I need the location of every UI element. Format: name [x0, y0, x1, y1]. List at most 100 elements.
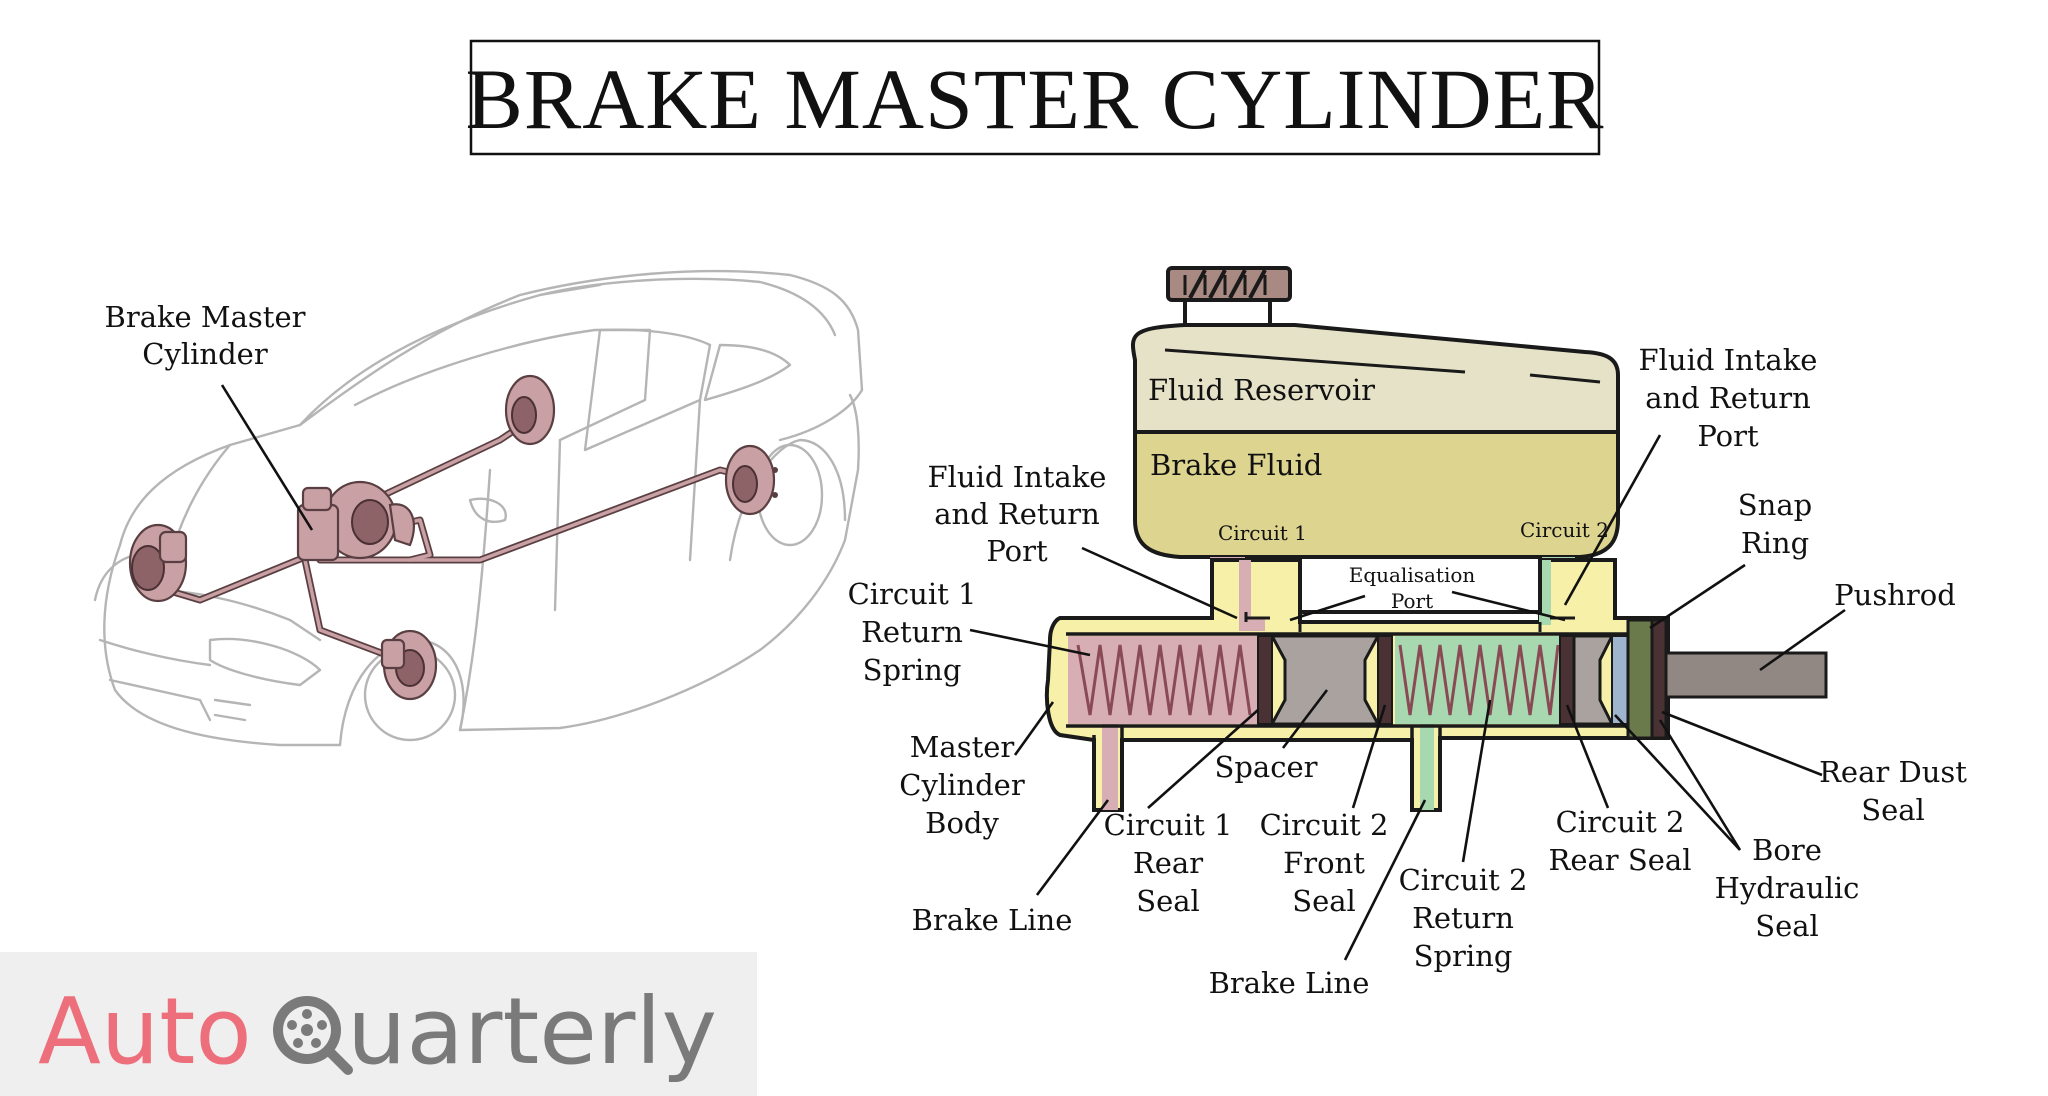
- rear-left-brake-drum: [504, 374, 556, 446]
- svg-text:Seal: Seal: [1292, 884, 1356, 918]
- svg-text:Seal: Seal: [1136, 884, 1200, 918]
- svg-text:Port: Port: [1697, 419, 1759, 453]
- pushrod-shape: [1664, 651, 1828, 699]
- svg-text:Return: Return: [861, 615, 963, 649]
- leader-master-cylinder-body: [1013, 701, 1055, 756]
- circuit2-rear-seal: [1559, 635, 1575, 725]
- leader-rear-dust-seal: [1661, 710, 1823, 777]
- leader-circuit2-front-seal: [1351, 704, 1387, 809]
- svg-text:Circuit 2: Circuit 2: [1399, 863, 1528, 897]
- svg-text:Front: Front: [1283, 846, 1365, 880]
- leader-brake-line-bottom: [1343, 799, 1427, 961]
- label-snap-ring: Snap Ring: [1738, 488, 1812, 560]
- leader-circuit2-rear-seal: [1565, 704, 1610, 809]
- circuit1-rear-seal: [1257, 635, 1273, 725]
- svg-text:and Return: and Return: [934, 497, 1100, 531]
- master-cylinder-cross-section: Fluid Reservoir Brake Fluid Circuit 1 Ci…: [1044, 266, 1828, 812]
- svg-text:Ring: Ring: [1741, 526, 1809, 560]
- snap-ring-shape: [1626, 618, 1654, 740]
- svg-text:Spring: Spring: [1414, 939, 1513, 973]
- car-label-line1: Brake Master: [105, 300, 306, 334]
- label-fluid-intake-right: Fluid Intake and Return Port: [1639, 343, 1818, 453]
- svg-text:Fluid Intake: Fluid Intake: [928, 460, 1107, 494]
- logo-part2: uarterly: [347, 978, 717, 1085]
- svg-text:Port: Port: [986, 534, 1048, 568]
- leader-equalisation-right: [1451, 590, 1566, 622]
- svg-text:Rear Seal: Rear Seal: [1549, 843, 1692, 877]
- logo-part1: Auto: [38, 978, 252, 1085]
- svg-text:Body: Body: [925, 806, 999, 840]
- diagram-labels: Fluid Intake and Return Port Circuit 1 R…: [848, 343, 1968, 1000]
- rear-right-brake-drum: [724, 444, 778, 516]
- leader-brake-line-left: [1035, 799, 1110, 896]
- car-label-leader: [220, 384, 314, 531]
- circuit2-return-spring: [1398, 644, 1560, 716]
- label-brake-line-left: Brake Line: [912, 903, 1073, 937]
- leader-lines: [969, 434, 1846, 961]
- svg-text:Bore: Bore: [1752, 833, 1822, 867]
- car-illustration: Brake Master Cylinder: [93, 269, 864, 747]
- svg-text:Hydraulic: Hydraulic: [1715, 871, 1860, 905]
- leader-pushrod: [1759, 608, 1846, 672]
- car-label-line2: Cylinder: [142, 337, 268, 371]
- page-title: BRAKE MASTER CYLINDER: [465, 51, 1604, 147]
- leader-bore-seal-2: [1658, 719, 1742, 851]
- leader-circuit2-return-spring: [1461, 699, 1492, 863]
- leader-fluid-intake-left: [1081, 546, 1238, 620]
- label-circuit2-rear-seal: Circuit 2 Rear Seal: [1549, 805, 1692, 877]
- label-spacer: Spacer: [1215, 750, 1318, 784]
- label-circuit1-rear-seal: Circuit 1 Rear Seal: [1104, 808, 1233, 918]
- rear-dust-seal-shape: [1650, 618, 1668, 740]
- front-right-brake-disc: [380, 629, 438, 701]
- logo-wheel-icon: [273, 996, 353, 1075]
- leader-circuit1-rear-seal: [1147, 709, 1259, 809]
- car-master-cylinder: [296, 480, 415, 562]
- equalisation-port-label-1: Equalisation: [1349, 563, 1476, 587]
- front-left-brake-disc: [128, 523, 188, 603]
- leader-snap-ring: [1649, 563, 1746, 630]
- svg-text:Snap: Snap: [1738, 488, 1812, 522]
- label-circuit1-return-spring: Circuit 1 Return Spring: [848, 577, 977, 687]
- label-pushrod: Pushrod: [1834, 578, 1956, 612]
- label-bore-hydraulic-seal: Bore Hydraulic Seal: [1715, 833, 1860, 943]
- svg-text:and Return: and Return: [1645, 381, 1811, 415]
- label-rear-dust-seal: Rear Dust Seal: [1819, 755, 1967, 827]
- circuit2-small-label: Circuit 2: [1520, 518, 1609, 542]
- circuit1-return-spring: [1076, 644, 1252, 716]
- svg-text:Return: Return: [1412, 901, 1514, 935]
- svg-text:Spring: Spring: [863, 653, 962, 687]
- brake-fluid: [1133, 430, 1620, 559]
- title-box: BRAKE MASTER CYLINDER: [465, 39, 1604, 156]
- svg-text:Rear: Rear: [1133, 846, 1203, 880]
- leader-equalisation-left: [1289, 594, 1366, 622]
- leader-bore-seal-1: [1614, 714, 1741, 851]
- svg-text:Circuit 1: Circuit 1: [848, 577, 977, 611]
- brake-line-circuit2-passage: [1420, 722, 1434, 810]
- brake-line-circuit1-passage: [1102, 722, 1118, 810]
- equalisation-port-label-2: Port: [1391, 589, 1433, 613]
- leader-spacer: [1281, 689, 1329, 749]
- leader-circuit1-return-spring: [969, 628, 1091, 657]
- fluid-reservoir-label: Fluid Reservoir: [1148, 373, 1375, 407]
- label-circuit2-front-seal: Circuit 2 Front Seal: [1260, 808, 1389, 918]
- svg-text:Cylinder: Cylinder: [899, 768, 1025, 802]
- brake-fluid-label: Brake Fluid: [1150, 448, 1322, 482]
- leader-fluid-intake-right: [1563, 434, 1662, 606]
- svg-text:Seal: Seal: [1861, 793, 1925, 827]
- svg-text:Master: Master: [910, 730, 1015, 764]
- svg-text:Seal: Seal: [1755, 909, 1819, 943]
- svg-text:Fluid Intake: Fluid Intake: [1639, 343, 1818, 377]
- svg-text:Circuit 1: Circuit 1: [1104, 808, 1233, 842]
- svg-text:Rear Dust: Rear Dust: [1819, 755, 1967, 789]
- circuit2-front-seal: [1377, 635, 1393, 725]
- svg-text:Circuit 2: Circuit 2: [1556, 805, 1685, 839]
- autoquarterly-logo: Auto uarterly: [0, 952, 757, 1096]
- label-brake-line-bottom: Brake Line: [1209, 966, 1370, 1000]
- bore-hydraulic-seal-shape: [1611, 635, 1629, 725]
- label-fluid-intake-left: Fluid Intake and Return Port: [928, 460, 1107, 568]
- label-circuit2-return-spring: Circuit 2 Return Spring: [1399, 863, 1528, 973]
- label-master-cylinder-body: Master Cylinder Body: [899, 730, 1025, 840]
- brake-lines-pipes: [146, 416, 744, 664]
- spacer: [1269, 634, 1381, 726]
